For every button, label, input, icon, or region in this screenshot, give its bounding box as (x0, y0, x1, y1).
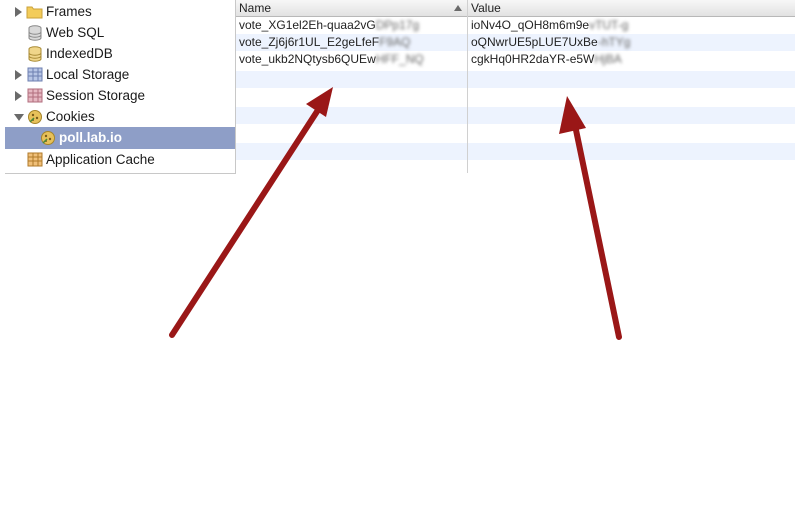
empty-row (236, 143, 795, 160)
cookie-name-cell: vote_ukb2NQtysb6QUEwHFF_NQ (239, 52, 424, 66)
cookie-value-cell: ioNv4O_qOH8m6m9evTUT-g (471, 18, 629, 32)
arrow-to-value-column (559, 96, 622, 340)
database-icon (27, 25, 43, 41)
column-header-name[interactable]: Name (236, 0, 467, 17)
sidebar-item-poll-lab-io[interactable]: poll.lab.io (5, 127, 235, 149)
empty-row (236, 71, 795, 88)
sidebar-item-indexeddb[interactable]: IndexedDB (5, 43, 235, 64)
column-divider[interactable] (467, 0, 468, 173)
sidebar-item-label: IndexedDB (46, 46, 113, 61)
cookie-name-cell: vote_XG1el2Eh-quaa2vGDPp17g (239, 18, 420, 32)
disclosure-triangle-icon[interactable] (15, 70, 22, 80)
resources-sidebar: Frames Web SQL IndexedDB Local Storage S… (5, 0, 236, 174)
sort-ascending-icon (454, 5, 462, 11)
sidebar-item-local-storage[interactable]: Local Storage (5, 64, 235, 85)
disclosure-triangle-icon[interactable] (15, 7, 22, 17)
table-row[interactable]: vote_XG1el2Eh-quaa2vGDPp17g ioNv4O_qOH8m… (236, 17, 795, 34)
cookies-table: Name Value vote_XG1el2Eh-quaa2vGDPp17g i… (236, 0, 795, 173)
grid-icon (27, 152, 43, 167)
cookie-value-cell: cgkHq0HR2daYR-e5WHjBA (471, 52, 622, 66)
table-row[interactable]: vote_ukb2NQtysb6QUEwHFF_NQ cgkHq0HR2daYR… (236, 51, 795, 68)
sidebar-item-web-sql[interactable]: Web SQL (5, 22, 235, 43)
grid-icon (27, 67, 43, 82)
disclosure-triangle-icon[interactable] (15, 91, 22, 101)
sidebar-item-label: Application Cache (46, 152, 155, 167)
cookie-name-cell: vote_Zj6j6r1UL_E2geLfeFF9AQ (239, 35, 411, 49)
cookie-value-cell: oQNwrUE5pLUE7UxBe-hTYg (471, 35, 631, 49)
database-icon (27, 46, 43, 62)
sidebar-item-label: poll.lab.io (59, 130, 122, 145)
table-row[interactable]: vote_Zj6j6r1UL_E2geLfeFF9AQ oQNwrUE5pLUE… (236, 34, 795, 51)
sidebar-item-frames[interactable]: Frames (5, 1, 235, 22)
empty-row (236, 107, 795, 124)
grid-icon (27, 88, 43, 103)
arrow-to-name-column (169, 87, 333, 338)
sidebar-item-session-storage[interactable]: Session Storage (5, 85, 235, 106)
disclosure-triangle-icon[interactable] (14, 114, 24, 121)
sidebar-item-label: Frames (46, 4, 92, 19)
sidebar-item-label: Session Storage (46, 88, 146, 103)
cookie-icon (40, 130, 56, 145)
sidebar-item-label: Local Storage (46, 67, 130, 82)
sidebar-item-application-cache[interactable]: Application Cache (5, 149, 235, 170)
folder-icon (26, 4, 43, 19)
sidebar-item-label: Cookies (46, 109, 95, 124)
sidebar-item-cookies[interactable]: Cookies (5, 106, 235, 127)
cookie-icon (27, 109, 43, 124)
column-header-value[interactable]: Value (468, 0, 795, 17)
sidebar-item-label: Web SQL (46, 25, 105, 40)
